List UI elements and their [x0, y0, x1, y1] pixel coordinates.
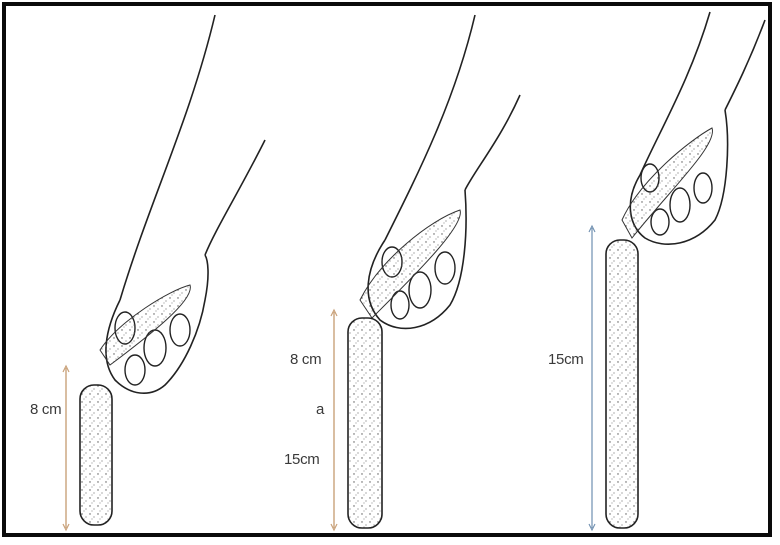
- held-material-1: [100, 285, 190, 365]
- forearm-1b: [205, 140, 265, 255]
- sample-roll-2: [348, 318, 382, 528]
- panel-2-length-label-max: 15cm: [284, 452, 319, 467]
- forearm-2: [385, 15, 475, 240]
- forearm-2b: [465, 95, 520, 190]
- panel-2-length-label-connector: a: [316, 402, 324, 417]
- panel-3-drawing: [589, 12, 765, 530]
- finger-3b: [670, 188, 690, 222]
- panel-2-drawing: [331, 15, 520, 530]
- finger-1c: [170, 314, 190, 346]
- finger-2c: [435, 252, 455, 284]
- panel-1-length-label: 8 cm: [30, 402, 61, 417]
- panel-1-drawing: [63, 15, 265, 530]
- held-material-2: [360, 210, 460, 318]
- finger-3c: [694, 173, 712, 203]
- panel-2-length-label-min: 8 cm: [290, 352, 321, 367]
- finger-3d: [651, 209, 669, 235]
- forearm-1: [120, 15, 215, 300]
- finger-1d: [125, 355, 145, 385]
- sample-roll-3: [606, 240, 638, 528]
- forearm-3b: [725, 20, 765, 110]
- panel-3-length-label: 15cm: [548, 352, 583, 367]
- sample-roll-1: [80, 385, 112, 525]
